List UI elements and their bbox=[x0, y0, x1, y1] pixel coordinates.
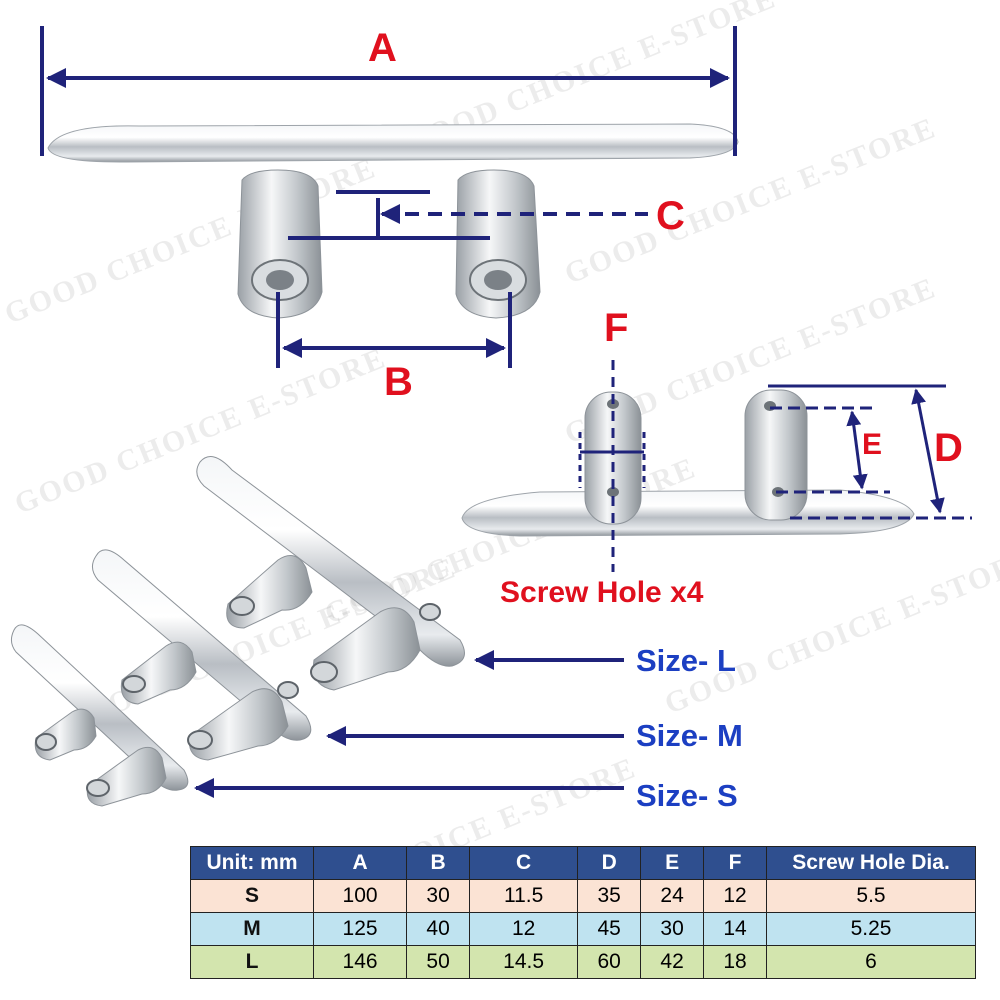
table-header-cell: B bbox=[406, 846, 471, 880]
table-row: M 125 40 12 45 30 14 5.25 bbox=[190, 912, 976, 946]
dimension-e-d-lines bbox=[768, 384, 972, 520]
table-cell: 35 bbox=[577, 879, 642, 913]
dimension-a-label: A bbox=[368, 26, 397, 70]
table-header-cell: Screw Hole Dia. bbox=[766, 846, 976, 880]
screw-hole-label: Screw Hole x4 bbox=[500, 576, 704, 609]
table-cell: 12 bbox=[469, 912, 579, 946]
table-cell: 5.5 bbox=[766, 879, 976, 913]
cleat-front-view bbox=[47, 123, 739, 319]
table-cell: 40 bbox=[406, 912, 471, 946]
table-row: L 146 50 14.5 60 42 18 6 bbox=[190, 945, 976, 979]
table-cell: 30 bbox=[640, 912, 705, 946]
size-s-label: Size- S bbox=[636, 778, 738, 813]
dimension-b-line bbox=[276, 292, 512, 368]
table-cell: 14.5 bbox=[469, 945, 579, 979]
table-cell-size: M bbox=[190, 912, 314, 946]
table-cell: 12 bbox=[703, 879, 767, 913]
table-cell: 100 bbox=[312, 879, 408, 913]
table-cell: 5.25 bbox=[766, 912, 976, 946]
table-cell-size: S bbox=[190, 879, 314, 913]
table-header-cell: C bbox=[469, 846, 579, 880]
cleat-size-m bbox=[92, 549, 312, 761]
table-row: S 100 30 11.5 35 24 12 5.5 bbox=[190, 879, 976, 913]
table-cell: 146 bbox=[312, 945, 408, 979]
size-l-label: Size- L bbox=[636, 643, 736, 678]
table-cell: 50 bbox=[406, 945, 471, 979]
table-header-cell: F bbox=[703, 846, 767, 880]
table-cell: 30 bbox=[406, 879, 471, 913]
table-cell: 14 bbox=[703, 912, 767, 946]
table-header-cell: Unit: mm bbox=[190, 846, 314, 880]
dimension-c-label: C bbox=[656, 194, 685, 238]
dimension-e-label: E bbox=[862, 428, 883, 461]
cleat-size-l bbox=[196, 456, 465, 691]
dimension-f-line bbox=[578, 360, 646, 572]
table-cell: 60 bbox=[577, 945, 642, 979]
table-header-row: Unit: mm A B C D E F Screw Hole Dia. bbox=[190, 846, 976, 880]
dimension-f-label: F bbox=[604, 306, 629, 350]
dimension-a-line bbox=[40, 26, 737, 156]
size-spec-table: Unit: mm A B C D E F Screw Hole Dia. S 1… bbox=[190, 846, 976, 979]
dimension-b-label: B bbox=[384, 360, 413, 404]
table-cell: 42 bbox=[640, 945, 705, 979]
cleat-side-view bbox=[461, 389, 915, 537]
table-cell: 45 bbox=[577, 912, 642, 946]
size-pointer-lines bbox=[194, 650, 624, 798]
table-cell: 125 bbox=[312, 912, 408, 946]
table-cell-size: L bbox=[190, 945, 314, 979]
table-cell: 6 bbox=[766, 945, 976, 979]
table-header-cell: D bbox=[577, 846, 642, 880]
size-m-label: Size- M bbox=[636, 718, 743, 753]
table-cell: 11.5 bbox=[469, 879, 579, 913]
dimension-d-label: D bbox=[934, 426, 963, 470]
cleat-size-s bbox=[10, 624, 189, 807]
table-cell: 18 bbox=[703, 945, 767, 979]
table-cell: 24 bbox=[640, 879, 705, 913]
table-header-cell: E bbox=[640, 846, 705, 880]
table-header-cell: A bbox=[312, 846, 408, 880]
dimension-c-line bbox=[288, 190, 648, 240]
